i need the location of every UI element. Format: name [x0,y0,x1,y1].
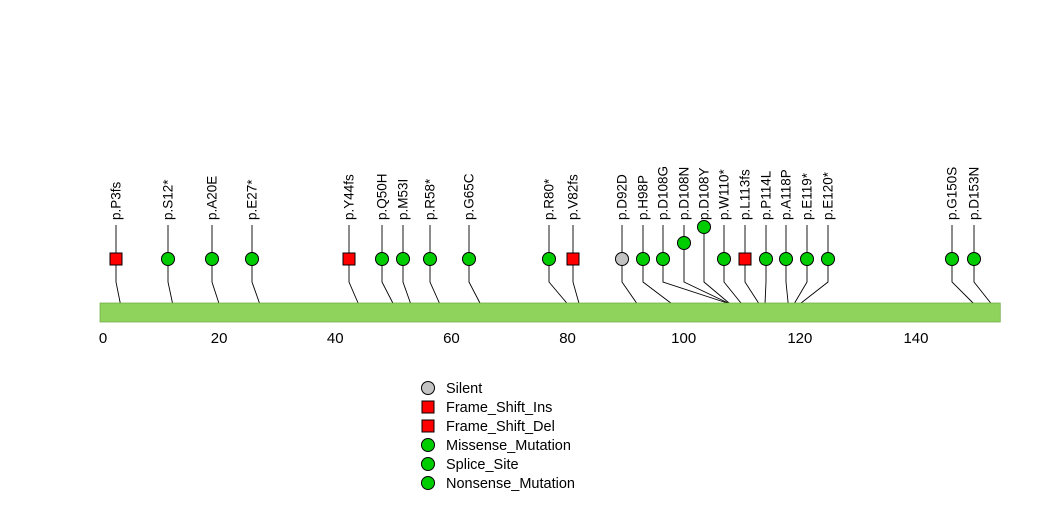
mutation-marker [375,252,389,266]
lollipop-stick [548,225,568,305]
mutation-label: p.Y44fs [342,174,357,220]
legend-label: Frame_Shift_Ins [446,400,552,416]
mutation-label: p.E27* [245,179,260,220]
lollipop-stick [793,225,808,305]
mutation-marker [717,252,731,266]
legend-label: Frame_Shift_Del [446,419,555,435]
lollipop-stick [799,225,829,305]
x-tick-label: 0 [99,330,107,347]
lollipop-stick [402,225,412,305]
lollipop-stick [973,225,992,305]
mutation-marker [462,252,476,266]
mutation-marker [342,252,356,266]
mutation-label: p.R58* [423,178,438,220]
legend-marker [421,419,435,433]
mutation-label: p.R80* [542,178,557,220]
mutation-label: p.E119* [800,172,815,220]
x-tick-label: 120 [787,330,812,347]
lollipop-stick [621,225,638,305]
mutation-marker [677,236,691,250]
mutation-label: p.W110* [717,168,732,220]
mutation-label: p.P114L [759,170,774,220]
lollipop-stick [572,225,580,305]
mutation-label: p.S12* [161,179,176,220]
lollipop-stick [429,225,441,305]
x-tick-label: 140 [903,330,928,347]
mutation-marker [800,252,814,266]
x-tick-label: 40 [327,330,344,347]
mutation-marker [615,252,629,266]
lollipop-stick [115,225,121,305]
x-tick-label: 20 [211,330,228,347]
mutation-marker [109,252,123,266]
connector-lines [115,225,992,305]
legend-marker [421,438,435,452]
legend: SilentFrame_Shift_InsFrame_Shift_DelMiss… [421,381,575,492]
legend-marker [421,457,435,471]
lollipop-stick [381,225,394,305]
mutation-marker [423,252,437,266]
legend-label: Silent [446,381,482,397]
mutation-marker [821,252,835,266]
mutation-labels: p.P3fs p.S12* p.A20E p.E27* p.Y44fs p.Q50H p.M… [109,166,982,220]
lollipop-stick [785,225,789,305]
lollipop-stick [468,225,481,305]
mutation-marker [205,252,219,266]
mutation-marker [542,252,556,266]
legend-marker [421,476,435,490]
mutation-marker [161,252,175,266]
lollipop-stick [251,225,261,305]
mutation-label: p.Q50H [375,173,390,220]
x-tick-label: 80 [559,330,576,347]
mutation-marker [245,252,259,266]
mutation-label: p.D153N [967,167,982,220]
mutation-marker [656,252,670,266]
legend-label: Missense_Mutation [446,438,571,454]
mutation-label: p.V82fs [566,174,581,220]
mutation-label: p.A20E [205,176,220,220]
mutation-marker [636,252,650,266]
mutation-markers [109,220,981,266]
lollipop-stick [744,225,760,305]
lollipop-stick [642,225,673,305]
mutation-label: p.L113fs [738,169,753,220]
mutation-label: p.D92D [615,174,630,220]
mutation-marker [697,220,711,234]
mutation-label: p.D108N [677,167,692,220]
mutation-label: p.H98P [636,175,651,220]
mutation-label: p.M53I [396,179,411,220]
lollipop-stick [764,225,767,305]
gene-body-bar [99,302,1001,323]
mutation-marker [738,252,752,266]
mutation-label: p.G150S [945,167,960,220]
mutation-marker [945,252,959,266]
lollipop-stick [167,225,174,305]
mutation-marker [759,252,773,266]
mutation-label: p.A118P [779,169,794,220]
mutation-marker [396,252,410,266]
legend-label: Nonsense_Mutation [446,476,575,492]
lollipop-stick [951,225,975,305]
lollipop-stick [723,225,743,305]
mutation-label: p.G65C [462,173,477,220]
mutation-marker [779,252,793,266]
legend-label: Splice_Site [446,457,519,473]
mutation-label: p.D108Y [697,167,712,220]
mutation-marker [967,252,981,266]
mutation-marker [566,252,580,266]
x-tick-label: 100 [671,330,696,347]
lollipop-stick [348,225,359,305]
lollipop-stick [211,225,220,305]
mutation-label: p.E120* [821,171,836,220]
mutation-label: p.P3fs [109,181,124,220]
x-tick-label: 60 [443,330,460,347]
legend-marker [421,400,435,414]
mutation-label: p.D108G [656,166,671,220]
lollipop-stick [703,225,731,305]
lollipop-stick [662,225,731,305]
legend-marker [421,381,435,395]
